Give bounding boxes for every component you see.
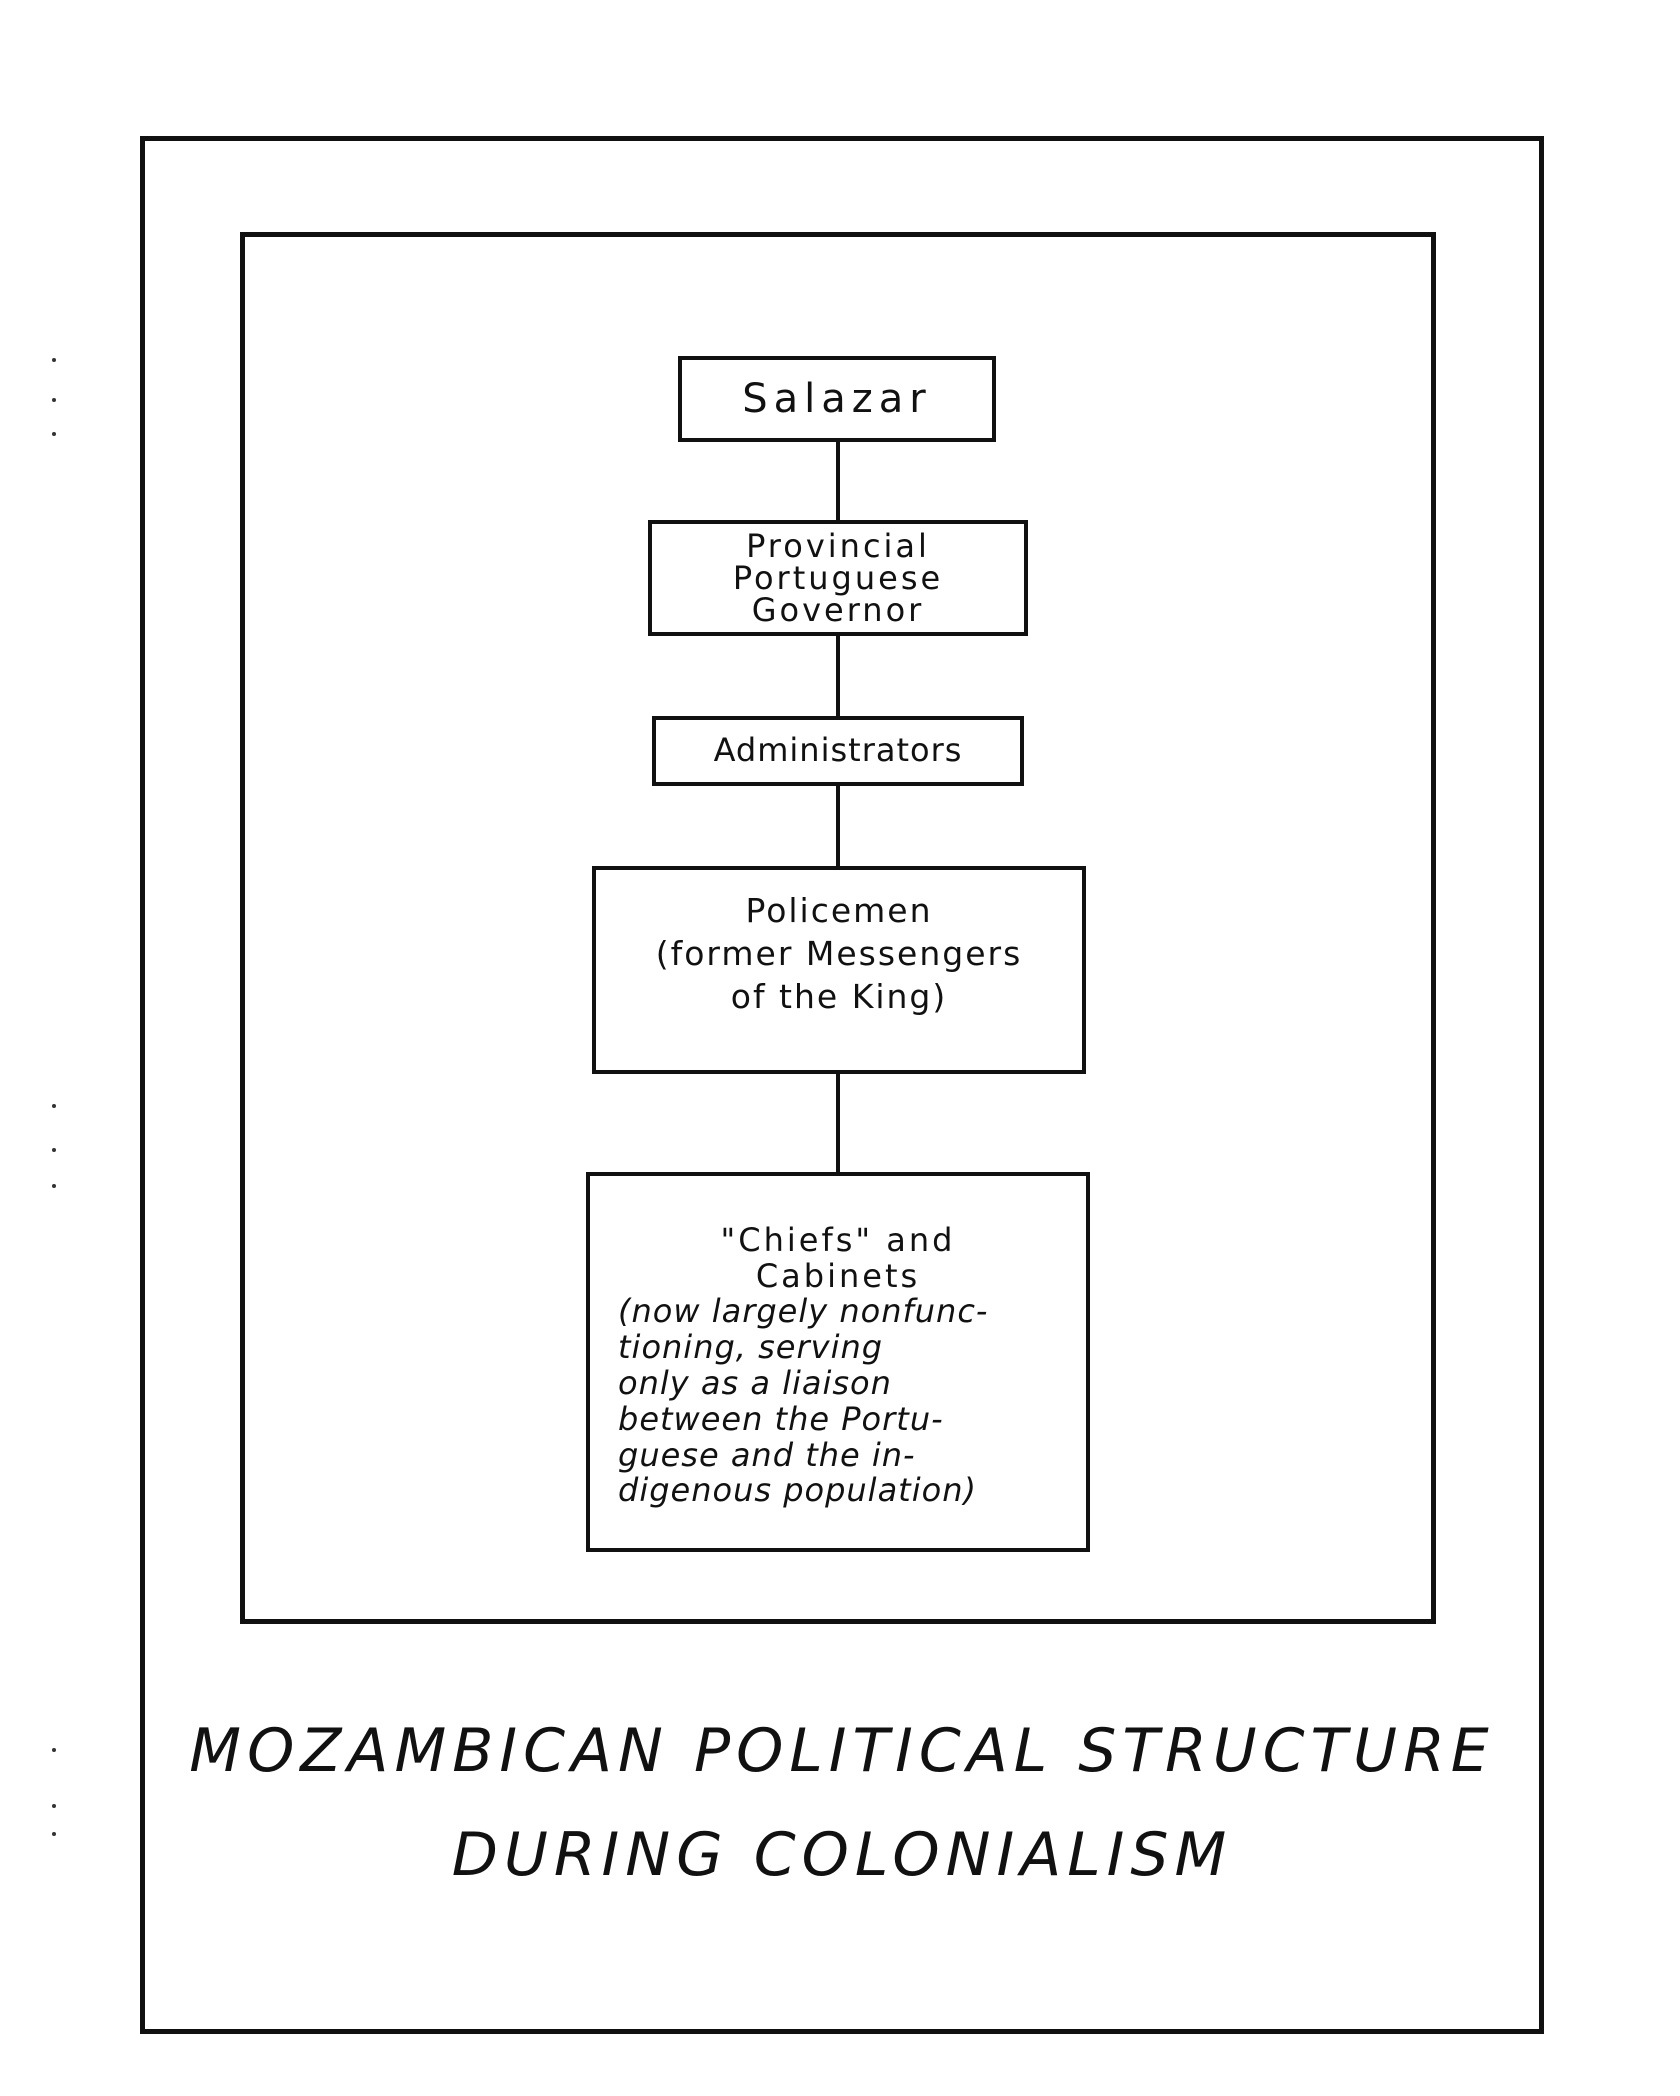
outer-frame (140, 136, 1544, 2034)
scan-speck (52, 398, 56, 402)
scan-speck (52, 1104, 56, 1108)
node-chiefs-note-line-4: between the Portu- (618, 1399, 944, 1438)
scan-speck (52, 358, 56, 362)
node-governor-line-1: Provincial (746, 527, 930, 565)
scan-speck (52, 1184, 56, 1188)
node-provincial-governor: Provincial Portuguese Governor (648, 520, 1028, 636)
node-administrators-label: Administrators (713, 731, 963, 770)
node-salazar: Salazar (678, 356, 996, 442)
node-policemen-line-3: of the King) (730, 976, 948, 1016)
node-chiefs-title-line-2: Cabinets (755, 1256, 921, 1295)
diagram-frame (240, 232, 1436, 1624)
caption-line-1: MOZAMBICAN POLITICAL STRUCTURE (189, 1716, 1495, 1786)
node-governor-line-3: Governor (751, 591, 925, 629)
node-administrators: Administrators (652, 716, 1024, 786)
scan-speck (52, 1148, 56, 1152)
caption-line-2: DURING COLONIALISM (451, 1820, 1233, 1890)
node-chiefs-note-line-5: guese and the in- (618, 1435, 916, 1474)
node-chiefs-title-line-1: "Chiefs" and (720, 1220, 956, 1259)
node-governor-line-2: Portuguese (732, 559, 944, 597)
node-salazar-label: Salazar (742, 376, 932, 422)
scan-speck (52, 1832, 56, 1836)
node-chiefs-note-line-3: only as a liaison (618, 1364, 892, 1402)
node-chiefs-note-line-2: tioning, serving (618, 1328, 884, 1367)
node-chiefs-note-line-6: digenous population) (618, 1471, 977, 1510)
node-policemen-line-1: Policemen (745, 891, 933, 930)
node-chiefs-and-cabinets: "Chiefs" and Cabinets (now largely nonfu… (586, 1172, 1090, 1552)
node-policemen-line-2: (former Messengers (655, 933, 1023, 973)
scan-speck (52, 1804, 56, 1808)
node-chiefs-note-line-1: (now largely nonfunc- (618, 1292, 989, 1331)
scan-speck (52, 1748, 56, 1752)
node-policemen: Policemen (former Messengers of the King… (592, 866, 1086, 1074)
scan-speck (52, 432, 56, 436)
